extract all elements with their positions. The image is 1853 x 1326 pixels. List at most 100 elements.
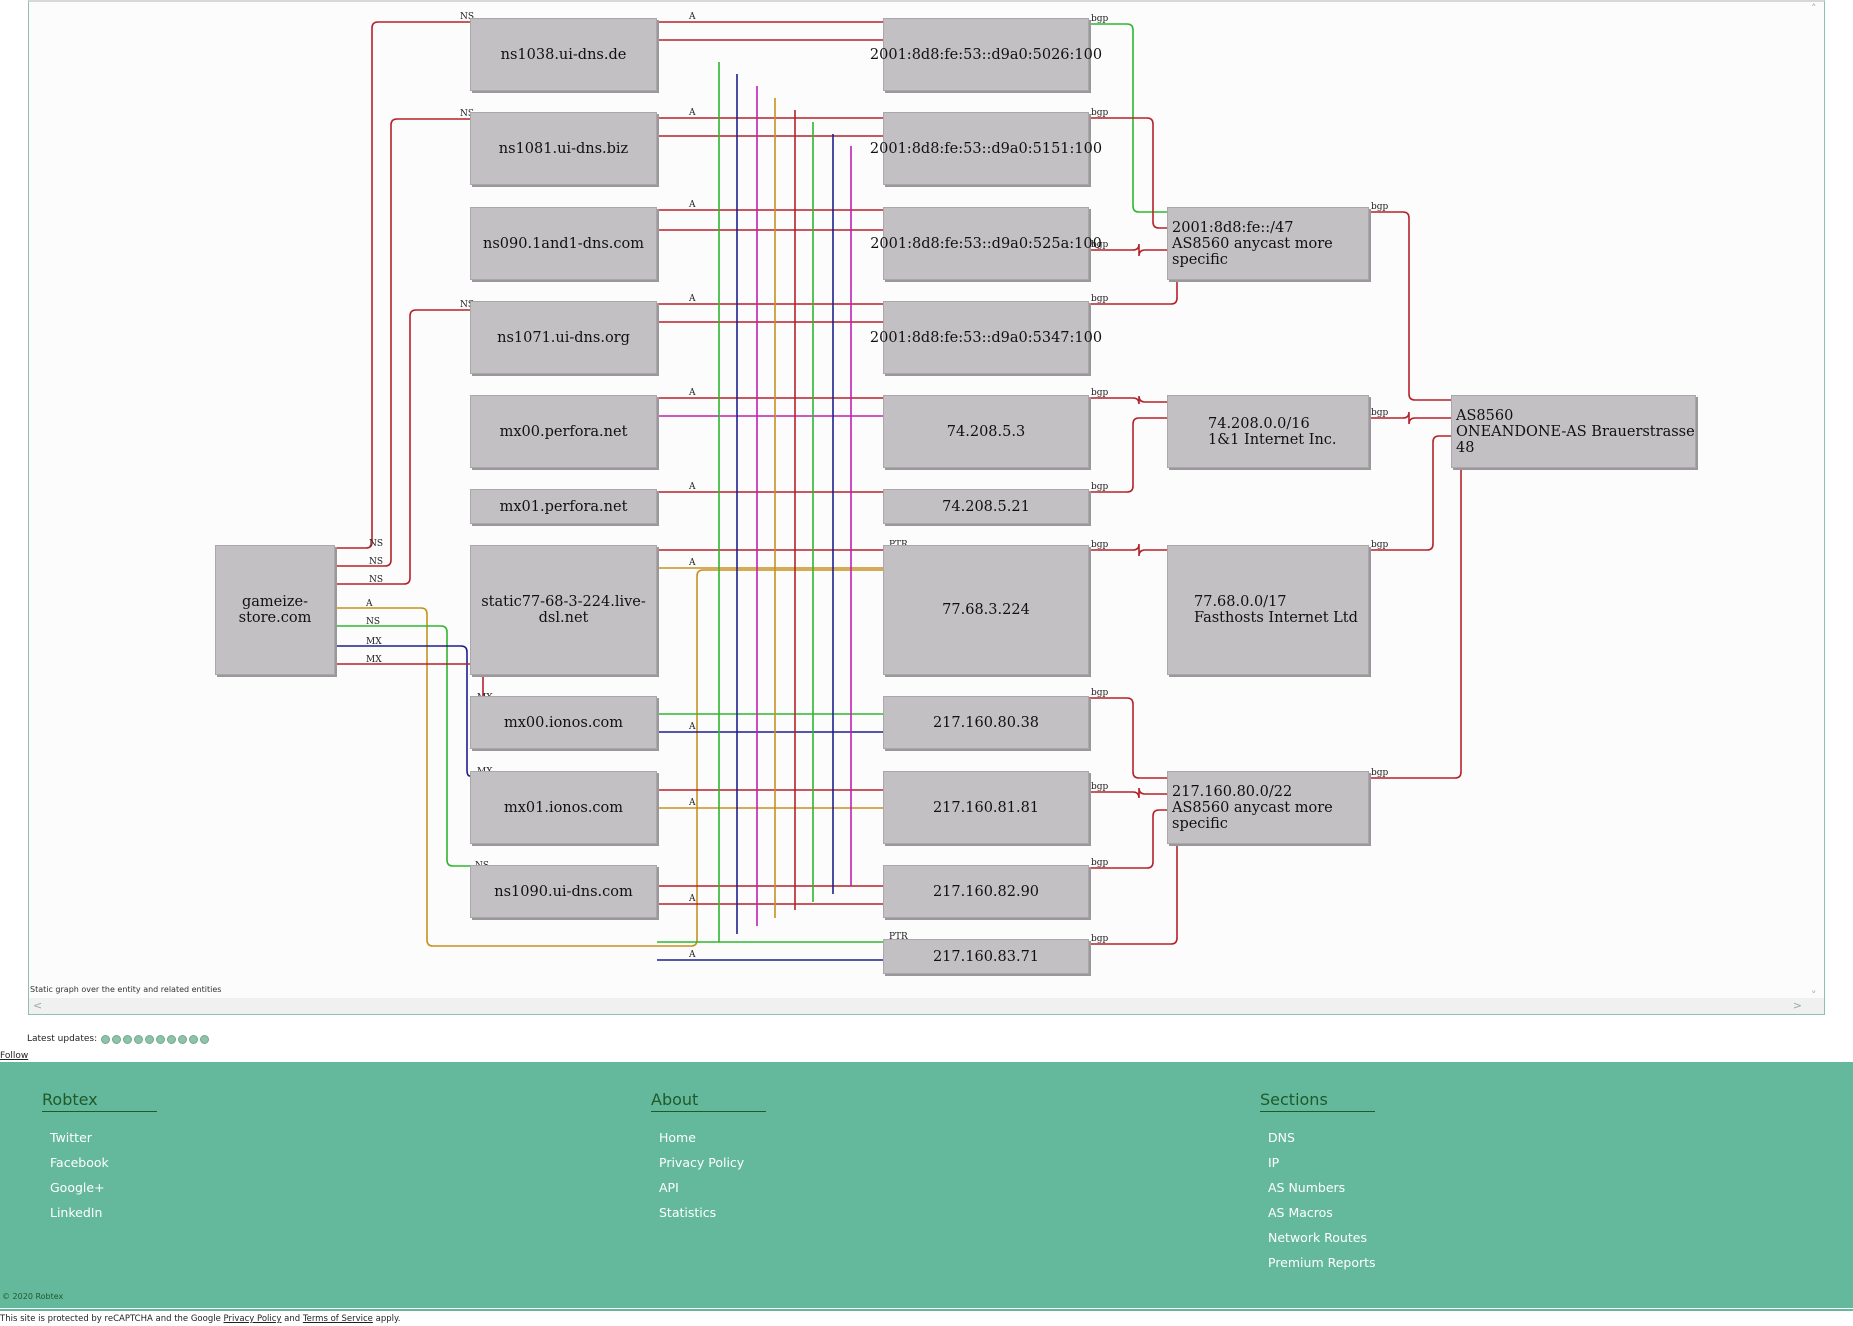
update-dot[interactable] (156, 1034, 166, 1044)
node-domain[interactable]: gameize-store.com (215, 545, 335, 675)
edge-label: bgp (1091, 540, 1109, 550)
node-ip-5347[interactable]: 2001:8d8:fe:53::d9a0:5347:100 (870, 301, 1102, 374)
footer-link-statistics[interactable]: Statistics (659, 1205, 717, 1220)
edge-label: A (688, 482, 696, 492)
node-ip-217-160-83-71[interactable]: 217.160.83.71 (883, 939, 1089, 974)
follow-link[interactable]: Follow (0, 1051, 29, 1061)
update-dot[interactable] (123, 1034, 133, 1044)
edge-label: bgp (1091, 482, 1109, 492)
edge-label: bgp (1371, 408, 1389, 418)
footer-link-ip[interactable]: IP (1268, 1155, 1280, 1170)
footer-link-googleplus[interactable]: Google+ (50, 1180, 105, 1195)
graph-edge (335, 118, 470, 567)
node-ip-74-208-5-21[interactable]: 74.208.5.21 (883, 489, 1089, 524)
edge-label: A (688, 388, 696, 398)
graph-edge (1369, 435, 1451, 551)
vertical-scrollbar[interactable]: ˄ ˅ (1808, 2, 1824, 1002)
update-dot[interactable] (101, 1034, 111, 1044)
footer-sections: Sections DNS IP AS Numbers AS Macros Net… (1260, 1090, 1376, 1280)
edge-label: NS (460, 109, 474, 119)
edge-label: A (688, 200, 696, 210)
horizontal-scrollbar[interactable]: < > (29, 998, 1824, 1014)
edge-label: A (688, 950, 696, 960)
graph-edge (1089, 395, 1167, 405)
node-ns1081[interactable]: ns1081.ui-dns.biz (470, 112, 657, 185)
graph-edge (1089, 787, 1167, 799)
node-mx01-perfora[interactable]: mx01.perfora.net (470, 489, 657, 524)
node-ip-217-160-81-81[interactable]: 217.160.81.81 (883, 771, 1089, 844)
node-ip-525a[interactable]: 2001:8d8:fe:53::d9a0:525a:100 (870, 207, 1102, 280)
update-dot[interactable] (167, 1034, 177, 1044)
footer-link-as-numbers[interactable]: AS Numbers (1268, 1180, 1346, 1195)
footer-link-privacy-policy[interactable]: Privacy Policy (659, 1155, 745, 1170)
node-ns1071[interactable]: ns1071.ui-dns.org (470, 301, 657, 374)
node-mx00-ionos[interactable]: mx00.ionos.com (470, 696, 657, 749)
scroll-down-icon[interactable]: ˅ (1811, 989, 1817, 1002)
footer-link-twitter[interactable]: Twitter (50, 1130, 92, 1145)
graph-caption: Static graph over the entity and related… (30, 985, 222, 994)
edge-label: A (688, 12, 696, 22)
edge-label: A (688, 798, 696, 808)
footer-link-dns[interactable]: DNS (1268, 1130, 1295, 1145)
update-dot[interactable] (134, 1034, 144, 1044)
node-ns1038[interactable]: ns1038.ui-dns.de (470, 18, 657, 91)
update-dot[interactable] (200, 1034, 210, 1044)
edge-label: bgp (1091, 934, 1109, 944)
node-ns1090[interactable]: ns1090.ui-dns.com (470, 865, 657, 918)
footer-link-home[interactable]: Home (659, 1130, 696, 1145)
footer-link-as-macros[interactable]: AS Macros (1268, 1205, 1333, 1220)
edge-label: bgp (1091, 240, 1109, 250)
as-name: ONEANDONE-AS Brauerstrasse 48 (1456, 423, 1695, 456)
recaptcha-terms-link[interactable]: Terms of Service (302, 1314, 373, 1324)
scroll-right-icon[interactable]: > (1792, 999, 1802, 1012)
node-mx01-ionos[interactable]: mx01.ionos.com (470, 771, 657, 844)
graph-edge (1089, 417, 1167, 493)
footer-link-premium-reports[interactable]: Premium Reports (1268, 1255, 1376, 1270)
update-dot[interactable] (145, 1034, 155, 1044)
edge-label: NS (369, 557, 383, 567)
footer-about-title: About (651, 1090, 766, 1112)
graph-edge (1089, 543, 1167, 557)
prefix-v6-desc: AS8560 anycast more specific (1172, 235, 1333, 268)
scroll-left-icon[interactable]: < (33, 999, 43, 1012)
footer-link-api[interactable]: API (659, 1180, 679, 1195)
node-ip-217-160-80-38[interactable]: 217.160.80.38 (883, 696, 1089, 749)
node-static77[interactable]: static77-68-3-224.live-dsl.net (470, 545, 657, 675)
node-ip-74-208-5-3[interactable]: 74.208.5.3 (883, 395, 1089, 468)
edge-label: bgp (1091, 108, 1109, 118)
update-dots (101, 1034, 210, 1044)
node-ip-77-68-3-224[interactable]: 77.68.3.224 (883, 545, 1089, 675)
edge-label: bgp (1091, 782, 1109, 792)
edge-label: bgp (1371, 540, 1389, 550)
footer-link-facebook[interactable]: Facebook (50, 1155, 109, 1170)
recaptcha-prefix: This site is protected by reCAPTCHA and … (0, 1314, 224, 1324)
footer-link-network-routes[interactable]: Network Routes (1268, 1230, 1367, 1245)
recaptcha-suffix: apply. (372, 1314, 401, 1324)
graph-edge (1089, 117, 1167, 229)
footer-link-linkedin[interactable]: LinkedIn (50, 1205, 103, 1220)
update-dot[interactable] (178, 1034, 188, 1044)
update-dot[interactable] (112, 1034, 122, 1044)
update-dot[interactable] (189, 1034, 199, 1044)
edge-label: A (688, 558, 696, 568)
edge-label: A (688, 894, 696, 904)
node-ip-217-160-82-90[interactable]: 217.160.82.90 (883, 865, 1089, 918)
node-ns090[interactable]: ns090.1and1-dns.com (470, 207, 657, 280)
node-ip-5151[interactable]: 2001:8d8:fe:53::d9a0:5151:100 (870, 112, 1102, 185)
node-ip-5026[interactable]: 2001:8d8:fe:53::d9a0:5026:100 (870, 18, 1102, 91)
edge-label: bgp (1091, 294, 1109, 304)
node-mx00-perfora[interactable]: mx00.perfora.net (470, 395, 657, 468)
edge-label: bgp (1091, 14, 1109, 24)
graph-edge (335, 645, 471, 777)
footer-about: About Home Privacy Policy API Statistics (651, 1090, 766, 1230)
recaptcha-privacy-link[interactable]: Privacy Policy (223, 1314, 282, 1324)
edge-label: A (688, 722, 696, 732)
edge-label: NS (366, 617, 380, 627)
graph-frame[interactable]: NSNSNSNSNSNSANSMXMXMXMXNSAPTRAPTRAPTRAPT… (28, 0, 1825, 1015)
scroll-up-icon[interactable]: ˄ (1811, 2, 1817, 15)
